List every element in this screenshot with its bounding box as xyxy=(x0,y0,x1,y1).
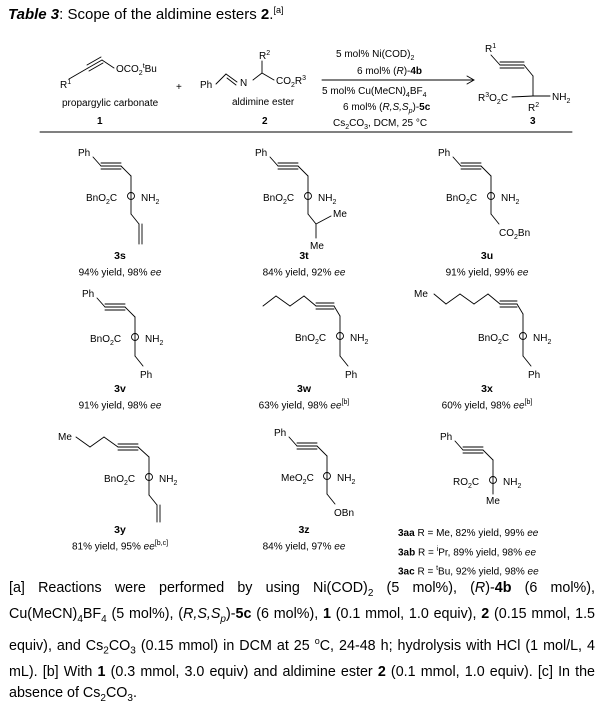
svg-text:Me: Me xyxy=(58,432,72,443)
structure-3s xyxy=(92,156,143,245)
svg-text:Me: Me xyxy=(310,241,324,252)
svg-text:BnO2C: BnO2C xyxy=(86,193,117,206)
svg-text:NH2: NH2 xyxy=(159,474,177,487)
svg-text:Ph: Ph xyxy=(140,370,152,381)
svg-text:RO2C: RO2C xyxy=(453,477,479,490)
structure-3x xyxy=(433,293,532,367)
caption-3t: 3t 84% yield, 92% ee xyxy=(262,250,346,279)
structure-3y xyxy=(75,436,161,523)
reagent-2-structure xyxy=(215,60,275,86)
arrow-head xyxy=(466,75,475,85)
svg-text:BnO2C: BnO2C xyxy=(446,193,477,206)
r-group-3ac: 3ac R = tBu, 92% yield, 98% ee xyxy=(398,565,539,578)
svg-text:Ph: Ph xyxy=(528,370,540,381)
caption-3w: 3w 63% yield, 98% ee[b] xyxy=(258,383,350,412)
svg-text:R1: R1 xyxy=(60,79,71,91)
svg-text:Ph: Ph xyxy=(255,148,267,159)
structure-3w xyxy=(262,295,349,367)
r-group-list: 3aa R = Me, 82% yield, 99% ee 3ab R = iP… xyxy=(398,526,539,581)
table-title: Table 3: Scope of the aldimine esters 2.… xyxy=(8,5,284,23)
reagent-2-number: 2 xyxy=(262,116,268,127)
reagent-2-caption: aldimine ester xyxy=(232,97,295,108)
svg-text:NH2: NH2 xyxy=(552,92,570,105)
svg-text:NH2: NH2 xyxy=(350,333,368,346)
svg-text:6 mol% (R,S,Sp)-5c: 6 mol% (R,S,Sp)-5c xyxy=(343,102,431,115)
svg-text:NH2: NH2 xyxy=(533,333,551,346)
svg-text:MeO2C: MeO2C xyxy=(281,473,314,486)
structure-3u xyxy=(452,156,500,225)
svg-text:Ph: Ph xyxy=(200,80,212,91)
svg-text:BnO2C: BnO2C xyxy=(104,474,135,487)
svg-text:R2: R2 xyxy=(528,102,539,114)
caption-3y: 3y 81% yield, 95% ee[b,c] xyxy=(71,524,169,553)
svg-text:Ph: Ph xyxy=(440,432,452,443)
structure-3t xyxy=(269,156,332,239)
product-number: 3 xyxy=(530,116,536,127)
r-group-3ab: 3ab R = iPr, 89% yield, 98% ee xyxy=(398,546,537,559)
svg-text:Ph: Ph xyxy=(438,148,450,159)
svg-text:Ph: Ph xyxy=(82,289,94,300)
caption-3z: 3z 84% yield, 97% ee xyxy=(262,524,346,553)
svg-text:CO2Bn: CO2Bn xyxy=(499,228,530,241)
reagent-1-number: 1 xyxy=(97,116,103,127)
caption-3x: 3x 60% yield, 98% ee[b] xyxy=(441,383,533,412)
svg-text:Ph: Ph xyxy=(345,370,357,381)
svg-text:Cs2CO3, DCM, 25 °C: Cs2CO3, DCM, 25 °C xyxy=(333,118,427,131)
caption-3v: 3v 91% yield, 98% ee xyxy=(78,383,162,412)
svg-text:BnO2C: BnO2C xyxy=(90,334,121,347)
svg-text:+: + xyxy=(176,82,182,93)
svg-text:BnO2C: BnO2C xyxy=(295,333,326,346)
svg-text:R1: R1 xyxy=(485,43,496,55)
svg-text:NH2: NH2 xyxy=(141,193,159,206)
svg-text:CO2R3: CO2R3 xyxy=(276,75,306,89)
svg-text:BnO2C: BnO2C xyxy=(263,193,294,206)
svg-text:N: N xyxy=(240,78,247,89)
reagent-1-caption: propargylic carbonate xyxy=(62,98,159,109)
svg-text:Me: Me xyxy=(333,209,347,220)
svg-text:NH2: NH2 xyxy=(337,473,355,486)
structure-3v xyxy=(96,297,144,367)
caption-3u: 3u 91% yield, 99% ee xyxy=(445,250,529,279)
svg-text:5 mol% Cu(MeCN)4BF4: 5 mol% Cu(MeCN)4BF4 xyxy=(322,86,427,99)
reagent-1-structure xyxy=(68,56,115,80)
svg-text:6 mol% (R)-4b: 6 mol% (R)-4b xyxy=(357,66,422,77)
table-footnotes: [a] Reactions were performed by using Ni… xyxy=(9,580,596,705)
svg-text:Me: Me xyxy=(486,496,500,507)
svg-text:Ph: Ph xyxy=(274,428,286,439)
structure-3z xyxy=(288,436,336,505)
svg-text:Ph: Ph xyxy=(78,148,90,159)
svg-text:R3O2C: R3O2C xyxy=(478,92,508,106)
svg-text:NH2: NH2 xyxy=(318,193,336,206)
caption-3s: 3s 94% yield, 98% ee xyxy=(78,250,162,279)
svg-text:Me: Me xyxy=(414,289,428,300)
svg-text:NH2: NH2 xyxy=(145,334,163,347)
r-group-3aa: 3aa R = Me, 82% yield, 99% ee xyxy=(398,528,539,539)
svg-text:BnO2C: BnO2C xyxy=(478,333,509,346)
svg-text:5 mol% Ni(COD)2: 5 mol% Ni(COD)2 xyxy=(336,49,414,62)
product-3-structure xyxy=(490,54,551,98)
svg-text:R2: R2 xyxy=(259,50,270,62)
svg-text:NH2: NH2 xyxy=(503,477,521,490)
svg-text:OBn: OBn xyxy=(334,508,354,519)
svg-text:OCO2tBu: OCO2tBu xyxy=(116,63,157,77)
structure-3aa-ac xyxy=(454,440,497,495)
svg-text:NH2: NH2 xyxy=(501,193,519,206)
